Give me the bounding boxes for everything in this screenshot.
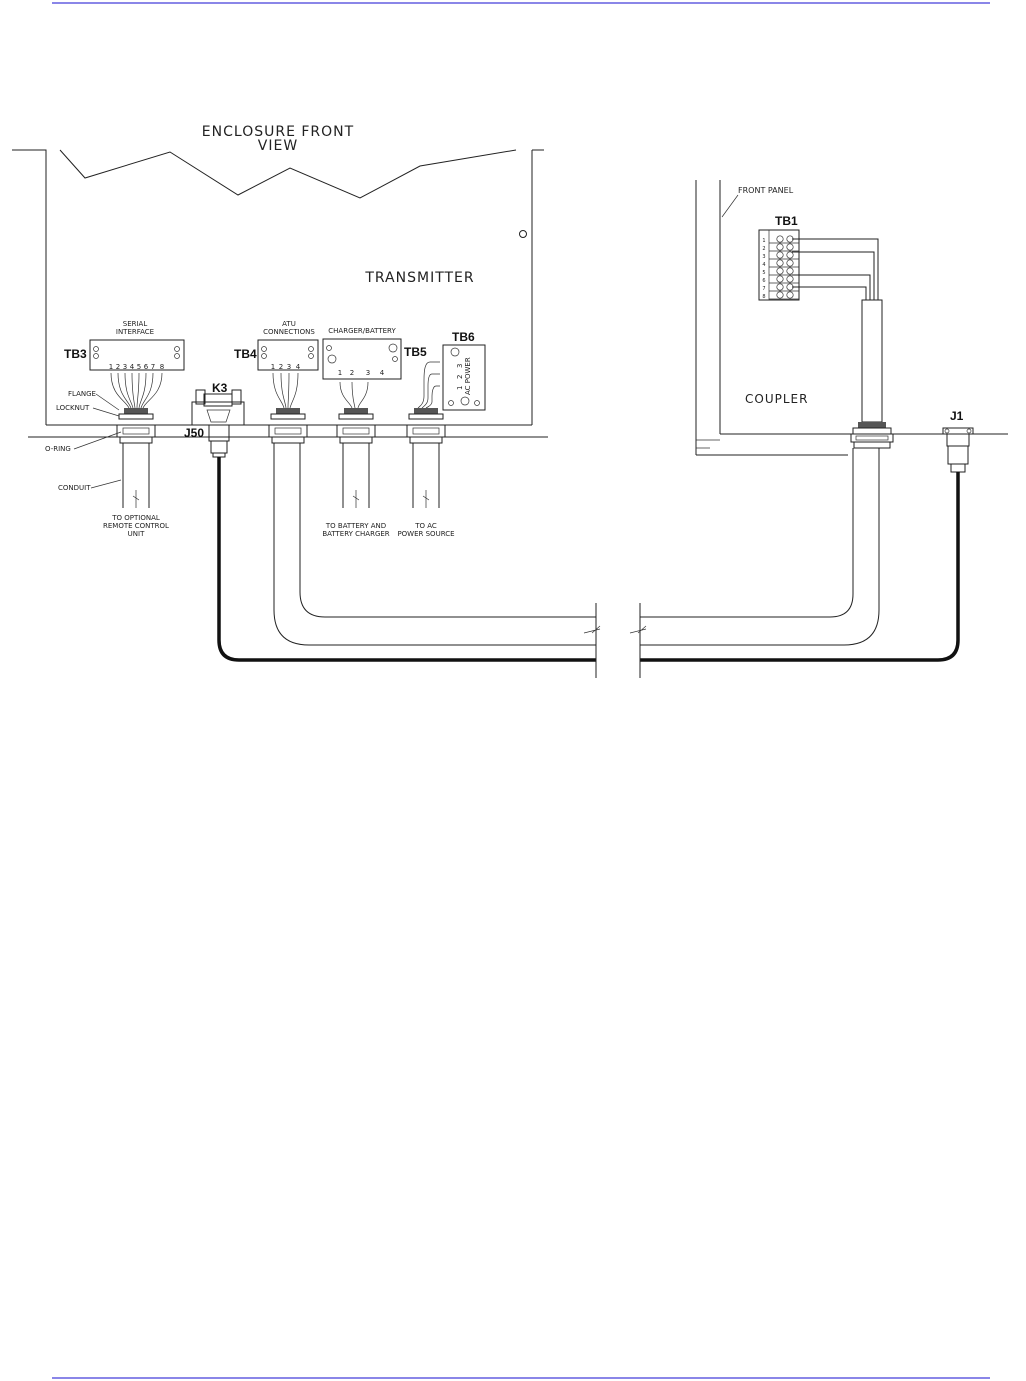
tb4-label: TB4 [234,347,257,361]
atu-connections-label-2: CONNECTIONS [263,328,315,336]
transmitter-label: TRANSMITTER [364,270,474,286]
tb1-terminal-number: 6 [762,278,765,284]
tb1-screw [776,275,784,283]
tb3-label: TB3 [64,347,87,361]
cable-runs [217,443,960,678]
tb3-terminal-number: 3 [123,363,127,371]
break-left [595,603,641,678]
to-ac-label-1: TO AC [414,522,437,530]
tb1-screw [786,243,794,251]
tb1-screw [776,235,784,243]
j1-label: J1 [950,409,964,423]
tb1-terminal-number: 3 [762,254,765,260]
tb5-terminal-number: 3 [366,369,370,377]
tb3-terminal-number: 5 [137,363,141,371]
tb4-terminal-number: 4 [296,363,301,371]
tb3-terminal-number: 6 [144,363,149,371]
charger-battery-label: CHARGER/BATTERY [328,327,396,335]
tb4-terminal-number: 2 [279,363,283,371]
to-ac-label-2: POWER SOURCE [397,530,454,538]
tb3-terminal-number: 7 [151,363,155,371]
mounting-hole [519,230,527,238]
coax-cable [217,457,596,662]
tb6-label: TB6 [452,330,475,344]
k3-connector: K3 J50 [184,381,245,458]
tb1-terminal-number: 5 [762,270,765,276]
tb1-screw [776,243,784,251]
conduit-label: CONDUIT [58,484,91,492]
tb1-screw [776,267,784,275]
to-remote-label-2: REMOTE CONTROL [103,522,169,530]
o-ring-label: O-RING [45,445,71,453]
bottom-rule [52,1377,990,1379]
enclosure-title-line1: ENCLOSURE FRONT [202,124,354,140]
to-battery-label-1: TO BATTERY AND [325,522,386,530]
serial-interface-label-1: SERIAL [123,320,148,328]
j50-label: J50 [184,426,204,440]
enclosure-title-line2: VIEW [258,138,298,154]
tb1-screw [786,267,794,275]
tb3-terminal-number: 1 [109,363,113,371]
ac-power-label: AC POWER [464,357,472,395]
tb1-screw [776,251,784,259]
tb1-label: TB1 [775,214,798,228]
tb1-terminal-number: 7 [762,286,765,292]
tb3-terminal-number: 2 [116,363,120,371]
front-panel-label: FRONT PANEL [738,186,794,195]
to-remote-label-3: UNIT [128,530,145,538]
tb1-terminal-number: 4 [762,262,765,268]
atu-conduit-outer [273,443,596,646]
flange-label: FLANGE [68,390,96,398]
callout-labels: FLANGE LOCKNUT O-RING CONDUIT [45,390,122,492]
serial-interface-label-2: INTERFACE [116,328,154,336]
remote-control-conduit: TO OPTIONAL REMOTE CONTROL UNIT [103,443,169,538]
k3-label: K3 [212,381,228,395]
tb3-terminal-number: 8 [160,363,164,371]
tb1-screw [786,251,794,259]
tb1-screw [776,259,784,267]
coupler-label: COUPLER [745,392,808,406]
tb6-terminal-number: 3 [456,364,464,368]
to-remote-label-1: TO OPTIONAL [111,514,160,522]
tb1-screw [776,283,784,291]
coupler-enclosure: FRONT PANEL COUPLER TB1 1 2 3 4 5 6 7 8 J1 [695,180,1008,473]
to-battery-label-2: BATTERY CHARGER [322,530,389,538]
tb1-screw [786,259,794,267]
tb4-terminal-number: 1 [271,363,275,371]
tb1-terminal-number: 8 [762,294,765,300]
tb4-terminal-number: 3 [287,363,291,371]
tb5-label: TB5 [404,345,427,359]
tb5-terminal-number: 2 [350,369,354,377]
tb1-screw [786,291,794,299]
tb6-terminal-block: TB6 AC POWER 1 2 3 TO AC POWER SOURCE [397,330,486,538]
break-line [59,149,517,199]
tb5-terminal-number: 1 [338,369,342,377]
tb1-terminal-number: 1 [762,238,765,244]
tb3-terminal-number: 4 [130,363,135,371]
locknut-label: LOCKNUT [56,404,90,412]
tb1-terminal-number: 2 [762,246,765,252]
tb6-terminal-number: 2 [456,375,464,379]
tb1-screw [786,275,794,283]
tb1-screw [776,291,784,299]
top-rule [52,2,990,4]
tb6-terminal-number: 1 [456,386,464,390]
atu-connections-label-1: ATU [282,320,296,328]
tb5-terminal-number: 4 [380,369,385,377]
